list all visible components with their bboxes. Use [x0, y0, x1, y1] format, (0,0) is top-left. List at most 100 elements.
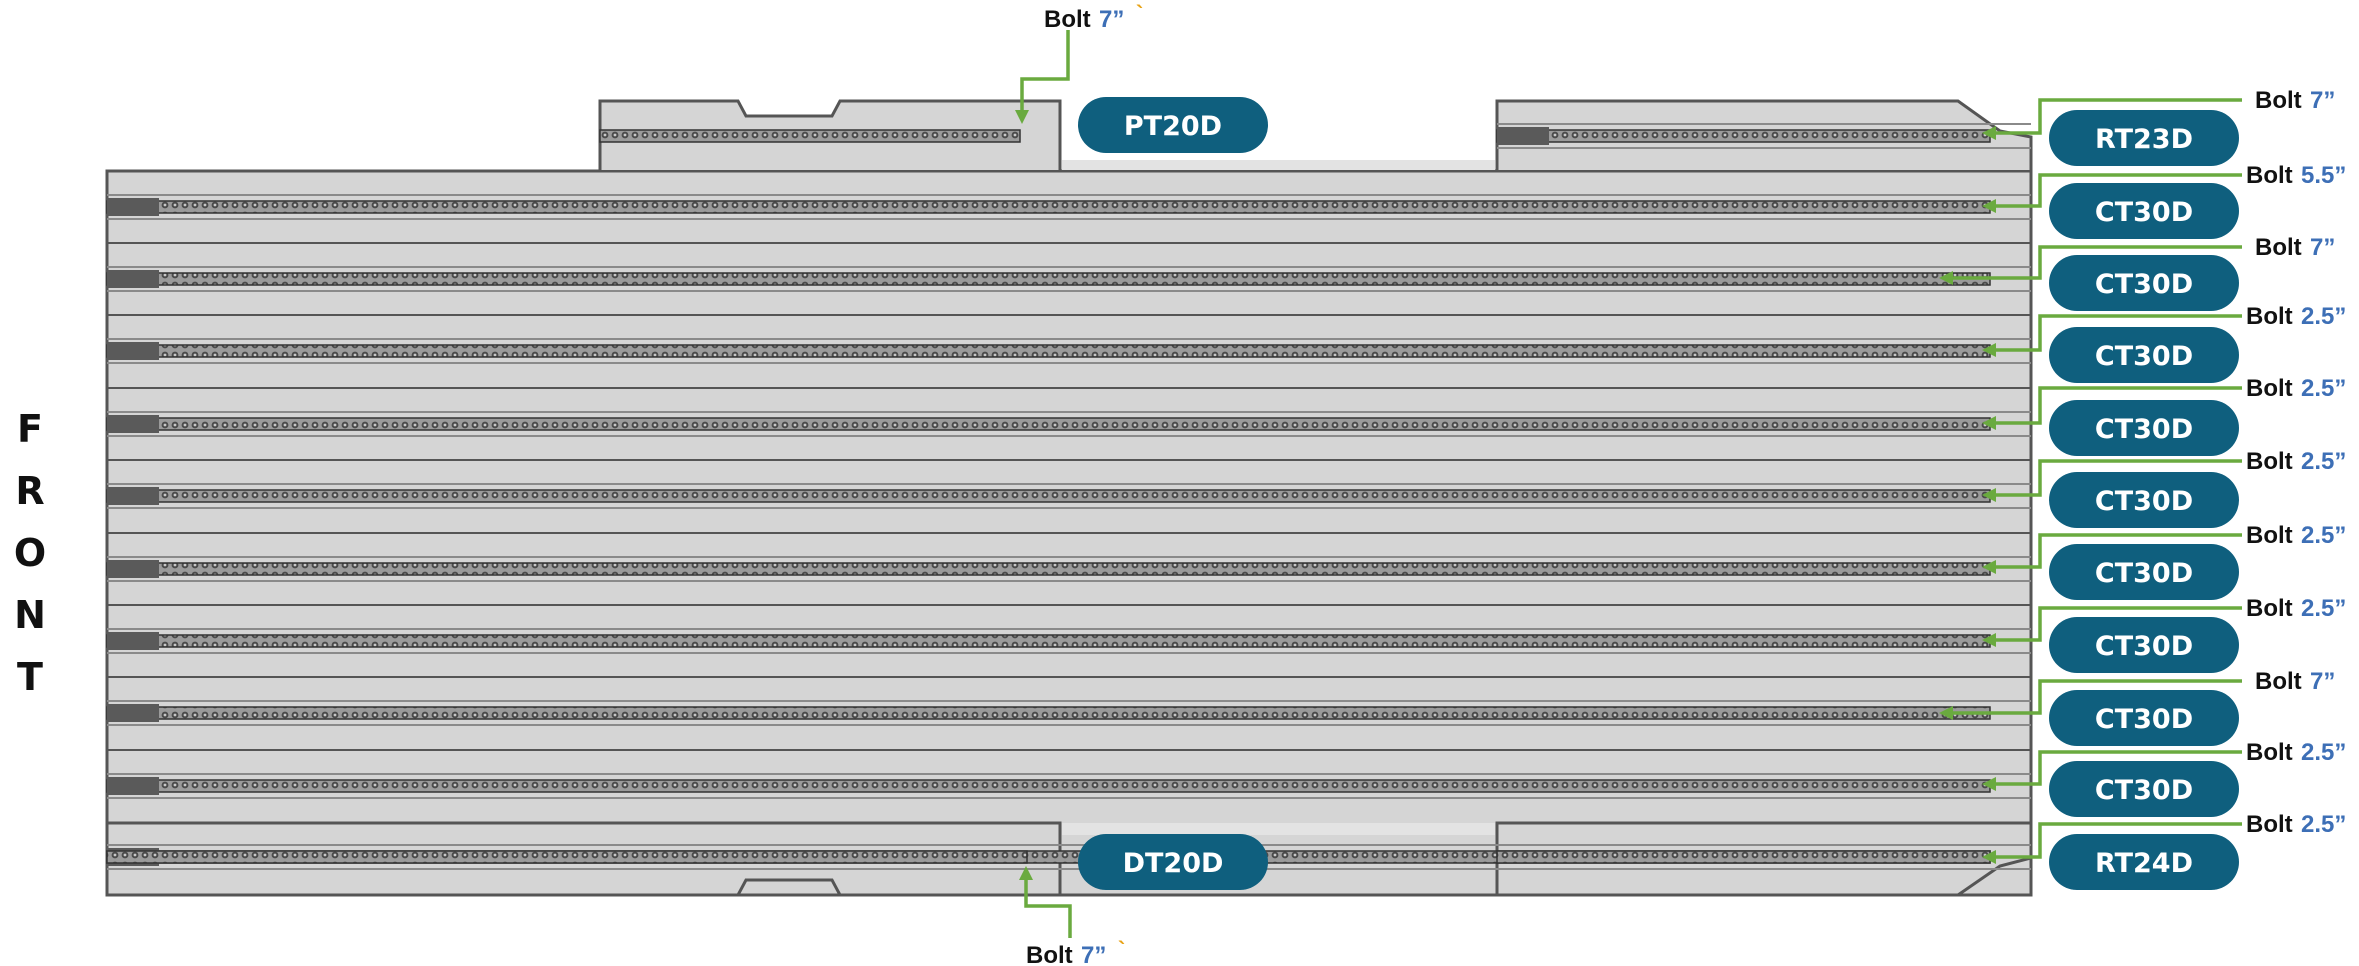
tag-label: CT30D	[2095, 486, 2193, 517]
front-letter: F	[17, 407, 43, 451]
top-gap	[1062, 160, 1495, 172]
bolt-leader-line	[1020, 30, 1070, 110]
bolt-word: Bolt	[1044, 6, 1091, 33]
bolt-word: Bolt	[2246, 448, 2293, 475]
tag-pill	[2049, 690, 2239, 746]
chain-strip	[106, 634, 1991, 648]
tag-dt20d: DT20D	[1078, 834, 1268, 890]
strip-end-cap	[107, 632, 159, 650]
bolt-tick: `	[1118, 937, 1125, 962]
bolt-leader-arrow	[1982, 488, 1996, 502]
strip-end-cap	[107, 342, 159, 360]
chain-strip	[106, 272, 1991, 286]
bolt-size: 2.5”	[2301, 522, 2346, 549]
bolt-leader-arrow	[1019, 866, 1033, 880]
bolt-leader-line	[1994, 314, 2242, 352]
chain-strip	[1496, 850, 1991, 864]
bolt-tick: `	[1136, 1, 1143, 26]
chain-strip	[106, 417, 1991, 431]
tag-pill	[2049, 255, 2239, 311]
bottom-gap	[1062, 823, 1495, 835]
strip-end-cap	[107, 560, 159, 578]
bolt-leader-arrow	[1015, 110, 1029, 124]
bolt-word: Bolt	[2246, 595, 2293, 622]
strip-end-cap	[107, 487, 159, 505]
bolt-size: 2.5”	[2301, 448, 2346, 475]
front-letter: O	[14, 531, 46, 575]
bolt-label: Bolt 7” `	[1044, 1, 1143, 33]
tag-label: CT30D	[2095, 775, 2193, 806]
tag-label: PT20D	[1124, 111, 1222, 142]
bolt-leader-arrow	[1982, 777, 1996, 791]
bolt-leader-line	[1994, 533, 2242, 569]
bolt-word: Bolt	[2255, 234, 2302, 261]
tag-pill	[2049, 834, 2239, 890]
tag-pill	[2049, 183, 2239, 239]
bolt-leader-line	[1024, 880, 1072, 938]
tag-pill	[1078, 97, 1268, 153]
tag-label: CT30D	[2095, 414, 2193, 445]
bolt-leader-line	[1994, 606, 2242, 642]
strip-end-cap	[107, 777, 159, 795]
bolt-label: Bolt 2.5”	[2246, 595, 2346, 622]
bolt-leader-line	[1994, 98, 2242, 135]
tag-pill	[2049, 761, 2239, 817]
bolt-label: Bolt 7” `	[1026, 937, 1125, 966]
front-letter: R	[15, 469, 44, 513]
tag-pill	[2049, 544, 2239, 600]
bolt-leader-line	[1951, 245, 2242, 280]
bolt-leader-line	[1951, 679, 2242, 715]
tag-ct30d: CT30D	[2049, 183, 2239, 239]
bolt-leader-line	[1994, 386, 2242, 425]
bolt-size: 7”	[1081, 942, 1106, 966]
bolt-label: Bolt 5.5”	[2246, 162, 2346, 189]
bolt-leader-line	[1994, 750, 2242, 786]
tag-rt23d: RT23D	[2049, 110, 2239, 166]
bolt-leader-arrow	[1939, 706, 1953, 720]
strip-end-cap	[107, 270, 159, 288]
tag-label: CT30D	[2095, 704, 2193, 735]
chain-strip	[106, 200, 1991, 214]
tag-label: CT30D	[2095, 197, 2193, 228]
tag-label: DT20D	[1123, 848, 1224, 879]
tag-ct30d: CT30D	[2049, 544, 2239, 600]
bolt-size: 7”	[2310, 234, 2335, 261]
bolt-size: 7”	[1099, 6, 1124, 33]
bolt-size: 2.5”	[2301, 375, 2346, 402]
bolt-leader-arrow	[1982, 199, 1996, 213]
tag-pill	[2049, 472, 2239, 528]
bolt-size: 2.5”	[2301, 739, 2346, 766]
tag-ct30d: CT30D	[2049, 617, 2239, 673]
tag-label: CT30D	[2095, 631, 2193, 662]
bolt-leader-line	[1994, 173, 2242, 208]
bolt-size: 5.5”	[2301, 162, 2346, 189]
strip-end-cap	[107, 198, 159, 216]
bolt-leader-line	[1994, 822, 2242, 859]
bolt-size: 2.5”	[2301, 811, 2346, 838]
tag-pill	[2049, 400, 2239, 456]
bolt-leader-arrow	[1939, 271, 1953, 285]
bolt-leader-arrow	[1982, 850, 1996, 864]
bolt-label: Bolt 2.5”	[2246, 448, 2346, 475]
bolt-size: 2.5”	[2301, 303, 2346, 330]
chain-strip	[1496, 129, 1991, 143]
tag-pill	[2049, 617, 2239, 673]
chain-strip	[599, 129, 1021, 143]
bolt-size: 2.5”	[2301, 595, 2346, 622]
chain-strip	[106, 344, 1991, 358]
track-tags: RT23D CT30D CT30D CT30D CT30D CT30D CT30D CT30D…	[1078, 97, 2239, 890]
bolt-word: Bolt	[2246, 162, 2293, 189]
bolt-size: 7”	[2310, 87, 2335, 114]
tag-ct30d: CT30D	[2049, 327, 2239, 383]
tag-pt20d: PT20D	[1078, 97, 1268, 153]
bolt-leader-arrow	[1982, 633, 1996, 647]
tag-ct30d: CT30D	[2049, 400, 2239, 456]
chain-strip	[106, 562, 1991, 576]
bolt-word: Bolt	[1026, 942, 1073, 966]
